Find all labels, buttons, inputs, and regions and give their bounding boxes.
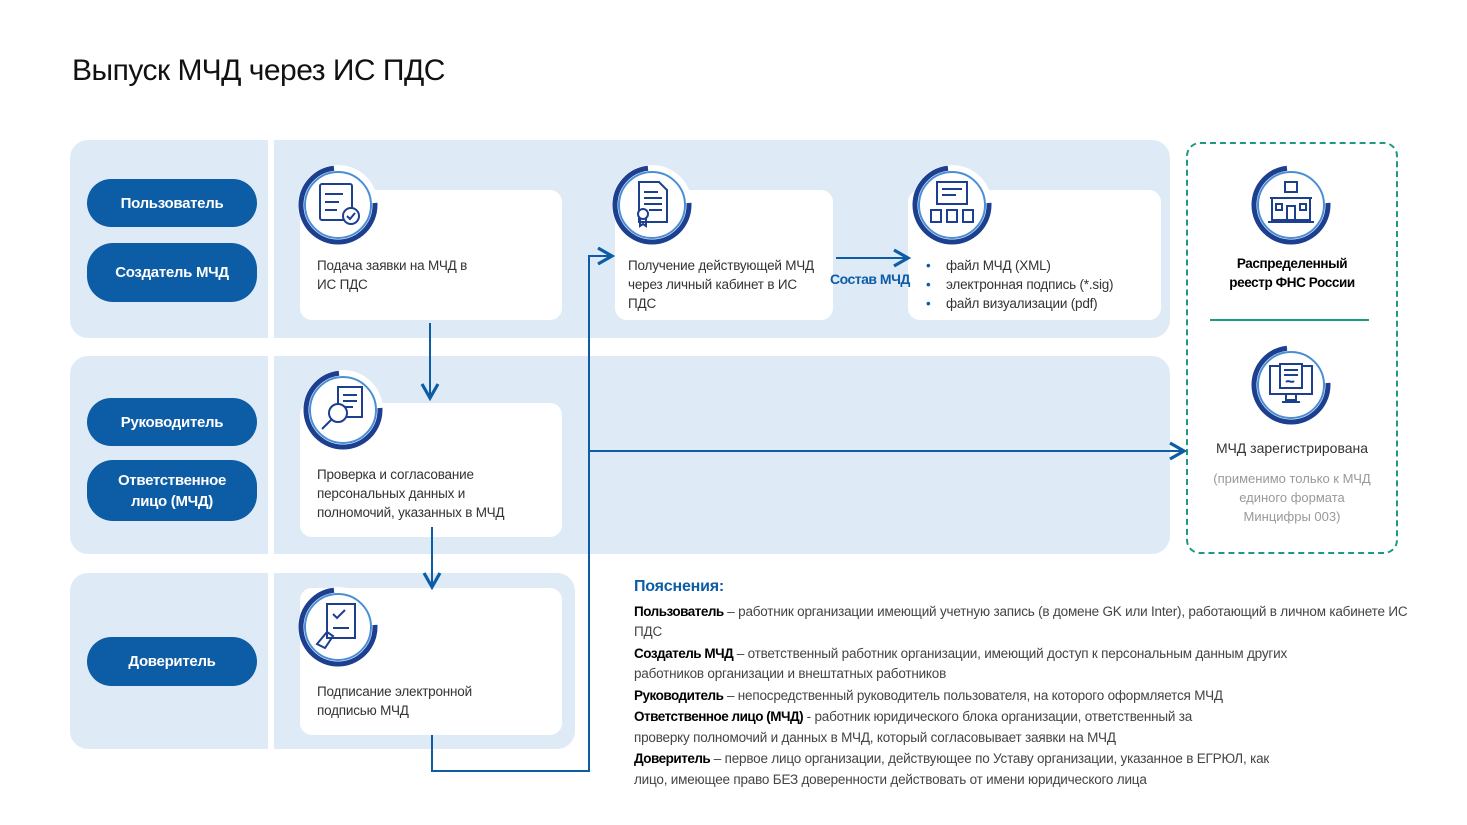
note-item: Доверитель – первое лицо организации, де…: [634, 749, 1414, 790]
registry-title: Распределенный реестр ФНС России: [1229, 256, 1355, 290]
lane-approval: [70, 356, 1170, 554]
registry-divider: [1210, 319, 1369, 321]
lane-divider: [268, 356, 274, 554]
note-text: – первое лицо организации, действующее п…: [634, 751, 1270, 787]
composition-file-list: файл МЧД (XML) электронная подпись (*.si…: [926, 256, 1156, 313]
file-item: электронная подпись (*.sig): [926, 275, 1156, 294]
role-user: Пользователь: [87, 179, 257, 227]
lane-divider: [268, 140, 274, 338]
lane-divider: [268, 573, 274, 749]
note-text: - работник юридического блока организаци…: [634, 709, 1193, 745]
registry-box: [1186, 142, 1398, 554]
certificate-document-icon: [612, 165, 692, 245]
role-responsible: Ответственное лицо (МЧД): [87, 460, 257, 521]
registry-note: (применимо только к МЧД единого формата …: [1213, 471, 1371, 524]
notes-section: Пояснения: Пользователь – работник орган…: [634, 577, 1414, 791]
role-manager: Руководитель: [87, 398, 257, 446]
note-text: – ответственный работник организации, им…: [634, 645, 1288, 682]
arrow-sign-to-receive: [431, 246, 616, 772]
signing-document-icon: [298, 587, 378, 667]
note-term: Создатель МЧД: [634, 645, 734, 661]
role-creator: Создатель МЧД: [87, 243, 257, 302]
step-receive-text: Получение действующей МЧД через личный к…: [628, 258, 814, 311]
registered-monitor-icon: [1251, 345, 1331, 425]
registry-building-icon: [1251, 165, 1331, 245]
note-item: Создатель МЧД – ответственный работник о…: [634, 644, 1414, 685]
step-sign-text: Подписание электронной подписью МЧД: [317, 684, 472, 718]
note-term: Ответственное лицо (МЧД): [634, 709, 804, 724]
note-item: Ответственное лицо (МЧД) - работник юрид…: [634, 707, 1414, 748]
note-text: – непосредственный руководитель пользова…: [723, 687, 1223, 703]
note-term: Пользователь: [634, 603, 724, 619]
note-text: – работник организации имеющий учетную з…: [634, 603, 1408, 640]
note-term: Доверитель: [634, 751, 711, 766]
note-item: Руководитель – непосредственный руководи…: [634, 686, 1414, 707]
file-item: файл визуализации (pdf): [926, 294, 1156, 313]
file-item: файл МЧД (XML): [926, 256, 1156, 275]
step-submit-text: Подача заявки на МЧД в ИС ПДС: [317, 258, 468, 292]
application-form-icon: [298, 165, 378, 245]
page-title: Выпуск МЧД через ИС ПДС: [72, 54, 445, 87]
note-item: Пользователь – работник организации имею…: [634, 602, 1414, 643]
files-computer-icon: [912, 165, 992, 245]
notes-heading: Пояснения:: [634, 578, 725, 595]
role-principal: Доверитель: [87, 637, 257, 686]
composition-label: Состав МЧД: [830, 271, 910, 287]
step-check-text: Проверка и согласование персональных дан…: [317, 467, 505, 520]
registry-status: МЧД зарегистрирована: [1215, 440, 1369, 456]
note-term: Руководитель: [634, 687, 724, 703]
document-magnifier-icon: [303, 370, 383, 450]
